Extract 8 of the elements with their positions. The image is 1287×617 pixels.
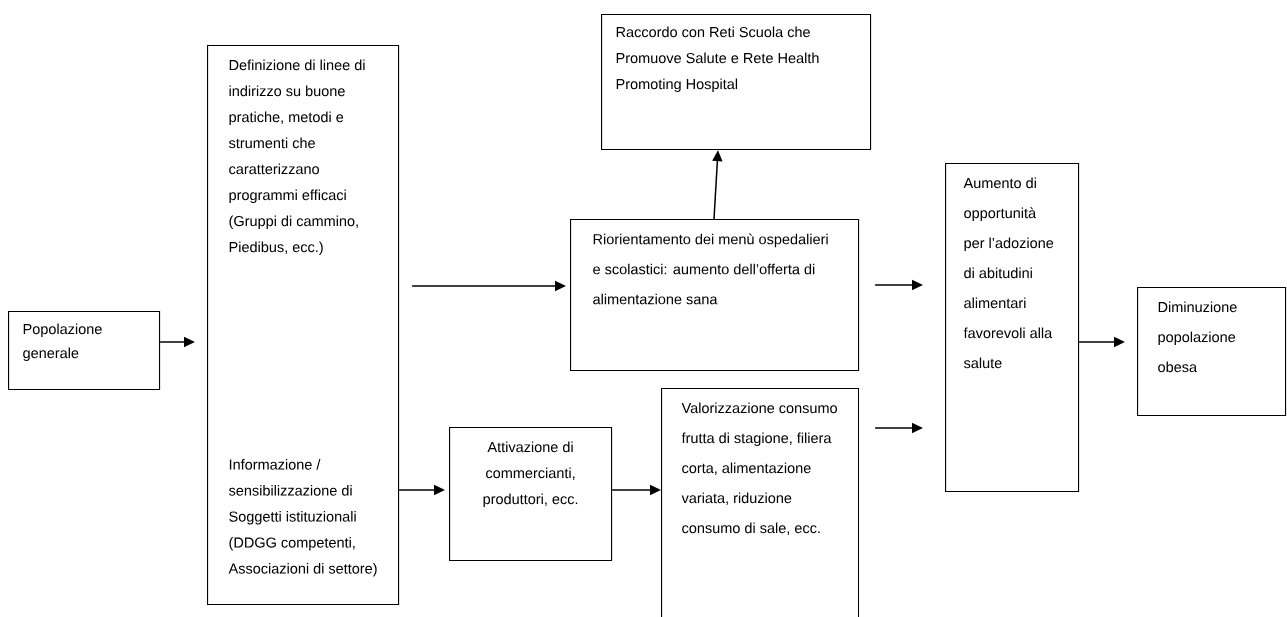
- process-box: Aumento di opportunità per l’adozione di abitudini alimentari favorevoli alla salute: [945, 163, 1080, 493]
- process-box: Valorizzazione consumo frutta di stagione, filiera corta, alimentazione variata, riduzione consumo di sale, ecc.: [661, 388, 860, 617]
- process-box: Definizione di linee di indirizzo su buone pratiche, metodi e strumenti che caratterizzano programmi efficaci (Gruppi di cammino, Piedibus, ecc.) Informazione / sensibilizzazione di Soggetti istituzionali (DDGG competenti, Associazioni di settore): [207, 45, 400, 606]
- process-box: Diminuzione popolazione obesa: [1137, 287, 1287, 417]
- process-box: Attivazione di commercianti, produttori, ecc.: [449, 427, 613, 562]
- process-box: Riorientamento dei menù ospedalieri e scolastici: aumento dell’offerta di alimentazione sana: [570, 219, 860, 372]
- process-box: Raccordo con Reti Scuola che Promuove Salute e Rete Health Promoting Hospital: [601, 14, 872, 151]
- process-box: Popolazione generale: [8, 311, 161, 391]
